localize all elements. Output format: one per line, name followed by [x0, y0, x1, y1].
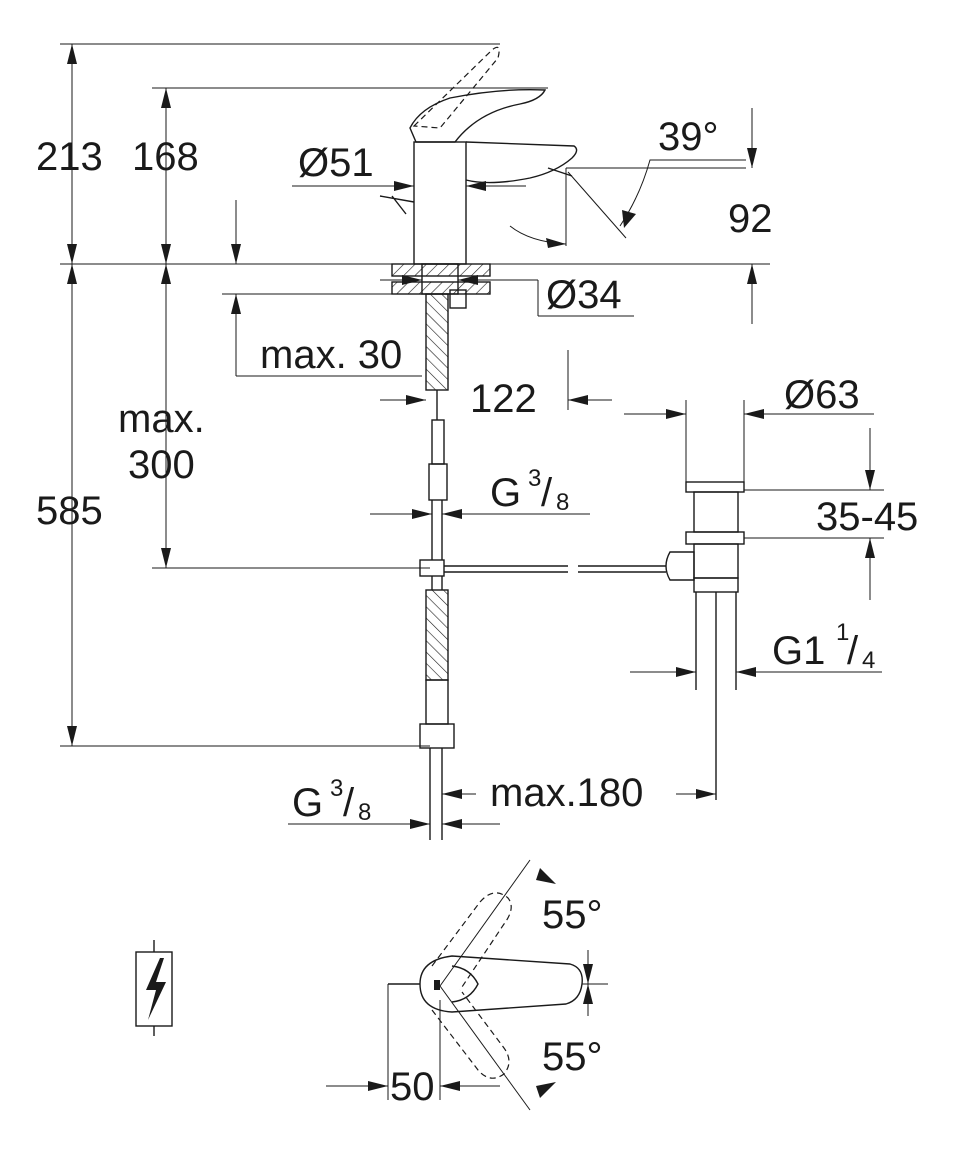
hose-length-label: 585 [36, 489, 103, 533]
countertop-top [391, 263, 491, 277]
svg-text:G: G [490, 471, 521, 515]
spout-height-label: 168 [132, 135, 199, 179]
hose-offset-label: 122 [470, 377, 537, 421]
hose-nut-lower [419, 723, 455, 749]
popup-rod [379, 195, 415, 215]
faucet-side-view [379, 46, 578, 391]
popup-linkage [444, 565, 666, 573]
fixing-nut [449, 289, 467, 309]
electric-lightning-icon [135, 940, 173, 1036]
svg-text:/: / [847, 629, 859, 673]
svg-text:G: G [292, 781, 323, 825]
lever [409, 88, 547, 143]
aerator [547, 167, 573, 177]
svg-text:/: / [343, 781, 355, 825]
svg-text:3: 3 [528, 465, 541, 492]
faucet-body [413, 141, 467, 265]
waste-lever-pivot [665, 551, 695, 581]
waste-thread [693, 577, 739, 593]
waste-assembly [665, 481, 745, 800]
spout-reach-label: 92 [728, 197, 773, 241]
lever-swing-left [431, 892, 512, 991]
max-distance-label: max.180 [490, 771, 643, 815]
waste-range-label: 35-45 [816, 495, 918, 539]
lever-plan-inner [451, 965, 479, 1003]
supply-hose [419, 390, 455, 840]
waste-thread-label: G1 1 / 4 [772, 619, 875, 674]
inlet-thread-lower-label: G 3 / 8 [292, 775, 371, 826]
braided-hose-lower [425, 589, 449, 681]
waste-diameter-label: Ø63 [784, 373, 860, 417]
mount-hole-label: Ø34 [546, 273, 622, 317]
swing-angle-top-label: 55° [542, 893, 603, 937]
deck-thickness-label: max. 30 [260, 333, 402, 377]
hose-fitting-lower [425, 679, 449, 725]
body-diameter-label: Ø51 [298, 141, 374, 185]
svg-text:4: 4 [862, 647, 875, 674]
waste-nut [685, 531, 745, 545]
max-prefix-label: max. [118, 397, 205, 441]
lever-marker [434, 980, 440, 990]
inlet-thread-upper-label: G 3 / 8 [490, 465, 569, 516]
waste-body-upper [693, 491, 739, 533]
dimension-labels: 213 168 Ø51 39° 92 Ø34 max. 30 122 max. … [36, 115, 918, 1109]
svg-text:1: 1 [836, 619, 849, 646]
waste-flange [685, 481, 745, 493]
svg-text:3: 3 [330, 775, 343, 802]
spout [465, 141, 578, 184]
lever-plan [419, 955, 583, 1013]
lever-angle-label: 39° [658, 115, 719, 159]
plan-offset-label: 50 [390, 1065, 435, 1109]
svg-text:8: 8 [358, 799, 371, 826]
hose-nut-upper [428, 463, 448, 501]
svg-text:G1: G1 [772, 629, 825, 673]
swing-angle-bottom-label: 55° [542, 1035, 603, 1079]
braided-hose-upper [425, 293, 449, 391]
svg-text:/: / [541, 471, 553, 515]
dimension-arrows [67, 44, 875, 829]
svg-text:8: 8 [556, 489, 569, 516]
waste-body-lower [693, 543, 739, 579]
faucet-plan-view [326, 859, 608, 1111]
hose-fitting-upper [431, 419, 445, 465]
max-value-label: 300 [128, 443, 195, 487]
total-height-label: 213 [36, 135, 103, 179]
